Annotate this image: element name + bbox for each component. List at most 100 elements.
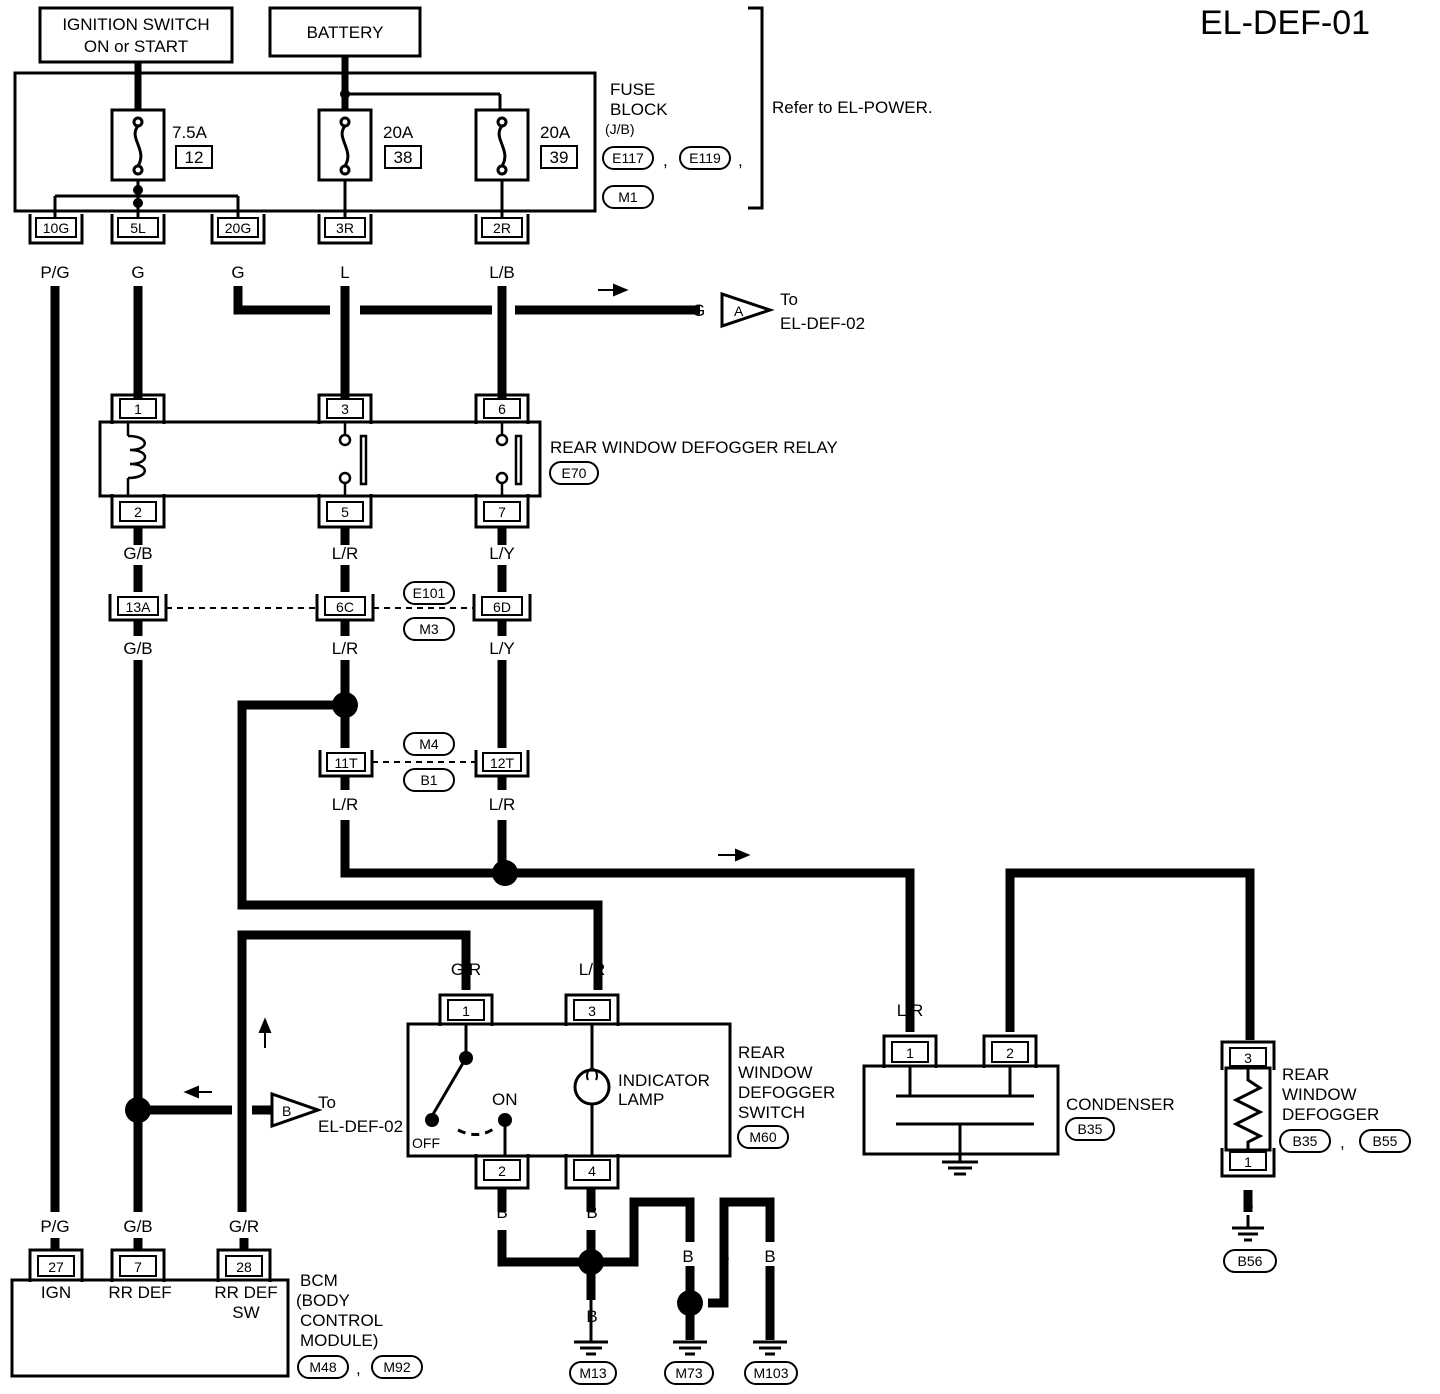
wire-lr-jc2-2: L/R bbox=[489, 795, 515, 814]
relay-connector: E70 bbox=[562, 465, 587, 481]
fuse-block-bus bbox=[53, 180, 504, 220]
bcm-pin-ign: IGN bbox=[41, 1283, 71, 1302]
wire-b-link: B bbox=[718, 1247, 729, 1266]
jc-links-1 bbox=[133, 620, 507, 636]
bcm-name-1: BCM bbox=[300, 1271, 338, 1290]
conn-b1-oval bbox=[403, 768, 455, 792]
conn-m4: M4 bbox=[419, 736, 439, 752]
wire-b-sw4: B bbox=[586, 1203, 597, 1222]
bcm-conn-m48-oval bbox=[297, 1355, 349, 1379]
relay-pin-2: 2 bbox=[110, 494, 166, 529]
splice-gb bbox=[125, 1097, 151, 1123]
splice-lr-1 bbox=[332, 692, 358, 718]
conn-m3: M3 bbox=[419, 621, 439, 637]
switch-name-3: DEFOGGER bbox=[738, 1083, 835, 1102]
switch-name-2: WINDOW bbox=[738, 1063, 813, 1082]
relay-name: REAR WINDOW DEFOGGER RELAY bbox=[550, 438, 838, 457]
fb-terminal-10g: 10G bbox=[28, 214, 84, 245]
svg-text:12T: 12T bbox=[490, 755, 515, 771]
separator-3: , bbox=[1340, 1133, 1345, 1152]
fuse-12-rating: 7.5A bbox=[172, 123, 208, 142]
ground-m13-oval bbox=[569, 1361, 617, 1385]
fuse-39 bbox=[474, 108, 530, 182]
separator-1: , bbox=[663, 151, 668, 170]
bcm-name-2: (BODY bbox=[296, 1291, 350, 1310]
svg-text:5: 5 bbox=[341, 504, 349, 520]
switch-on-label: ON bbox=[492, 1090, 518, 1109]
fuse-39-rating: 20A bbox=[540, 123, 571, 142]
ground-m73-icon bbox=[673, 1340, 707, 1356]
fuse-38-rating: 20A bbox=[383, 123, 414, 142]
relay-pin-1: 1 bbox=[110, 393, 166, 424]
svg-text:B: B bbox=[282, 1103, 291, 1119]
ground-m103: M103 bbox=[753, 1365, 788, 1381]
switch-on-point bbox=[498, 1113, 512, 1127]
ground-b56: B56 bbox=[1238, 1253, 1263, 1269]
svg-text:28: 28 bbox=[236, 1259, 252, 1275]
bcm-name-3: CONTROL bbox=[300, 1311, 383, 1330]
jc-links-2 bbox=[340, 776, 507, 790]
wire-l: L bbox=[340, 263, 349, 282]
bcm-pin-rrdef: RR DEF bbox=[108, 1283, 171, 1302]
jc-11t: 11T bbox=[318, 750, 374, 778]
bcm-pin-rrdefsw-2: SW bbox=[232, 1303, 259, 1322]
svg-text:2: 2 bbox=[134, 504, 142, 520]
fuse-12-number: 12 bbox=[185, 148, 204, 167]
fb-terminal-3r: 3R bbox=[317, 214, 373, 245]
defogger-name-2: WINDOW bbox=[1282, 1085, 1357, 1104]
fb-terminal-5l: 5L bbox=[110, 214, 166, 245]
jc-6c: 6C bbox=[315, 594, 375, 622]
heater-grid-icon bbox=[1232, 1068, 1264, 1150]
svg-text:7: 7 bbox=[134, 1259, 142, 1275]
fuse-block-title-1: FUSE bbox=[610, 80, 655, 99]
wire-g-2: G bbox=[231, 263, 244, 282]
fuse-38 bbox=[317, 108, 373, 182]
svg-text:6D: 6D bbox=[493, 599, 511, 615]
separator-4: , bbox=[356, 1359, 361, 1378]
wire-lr-switch: L/R bbox=[579, 960, 605, 979]
switch-pin-2: 2 bbox=[474, 1154, 530, 1190]
switch-connector: M60 bbox=[749, 1129, 776, 1145]
switch-pin-1: 1 bbox=[438, 993, 494, 1026]
offpage-a-target: EL-DEF-02 bbox=[780, 314, 865, 333]
wire-gr-bcm: G/R bbox=[229, 1217, 259, 1236]
ground-m73-oval bbox=[664, 1361, 714, 1385]
wire-gb-relay: G/B bbox=[123, 544, 152, 563]
relay-pin-3: 3 bbox=[317, 393, 373, 424]
svg-text:5L: 5L bbox=[130, 220, 146, 236]
battery-splice bbox=[340, 89, 350, 99]
fuse-38-number-box bbox=[384, 145, 422, 169]
fuse-38-number: 38 bbox=[394, 148, 413, 167]
svg-text:1: 1 bbox=[134, 401, 142, 417]
flow-arrows bbox=[183, 283, 751, 1099]
wires bbox=[50, 286, 1255, 1340]
offpage-b-target: EL-DEF-02 bbox=[318, 1117, 403, 1136]
svg-text:3: 3 bbox=[341, 401, 349, 417]
conn-m4-oval bbox=[403, 732, 455, 756]
conn-e119-oval bbox=[679, 146, 731, 170]
svg-text:27: 27 bbox=[48, 1259, 64, 1275]
jc-6d: 6D bbox=[472, 594, 532, 622]
conn-m1-oval bbox=[602, 185, 654, 209]
fb-terminal-20g: 20G bbox=[210, 214, 266, 245]
capacitor-icon bbox=[896, 1066, 1034, 1176]
separator-2: , bbox=[738, 151, 743, 170]
condenser-connector-oval bbox=[1065, 1117, 1115, 1141]
switch-off-point bbox=[425, 1113, 439, 1127]
svg-text:1: 1 bbox=[462, 1003, 470, 1019]
indicator-label-1: INDICATOR bbox=[618, 1071, 710, 1090]
splice-b-2 bbox=[677, 1290, 703, 1316]
svg-text:3R: 3R bbox=[336, 220, 354, 236]
jc-13a: 13A bbox=[108, 594, 168, 622]
refer-bracket bbox=[748, 6, 764, 210]
defogger-conn-b55: B55 bbox=[1373, 1133, 1398, 1149]
defogger-pin-3: 3 bbox=[1220, 1040, 1276, 1070]
defogger-conn-b35: B35 bbox=[1293, 1133, 1318, 1149]
ignition-switch-label-2: ON or START bbox=[84, 37, 188, 56]
bcm-pin-28: 28 bbox=[216, 1248, 272, 1282]
wire-g-offpage: G bbox=[692, 301, 705, 320]
wire-lr-jc2-1: L/R bbox=[332, 795, 358, 814]
wire-lr-condenser: L/R bbox=[897, 1001, 923, 1020]
svg-text:6: 6 bbox=[498, 401, 506, 417]
